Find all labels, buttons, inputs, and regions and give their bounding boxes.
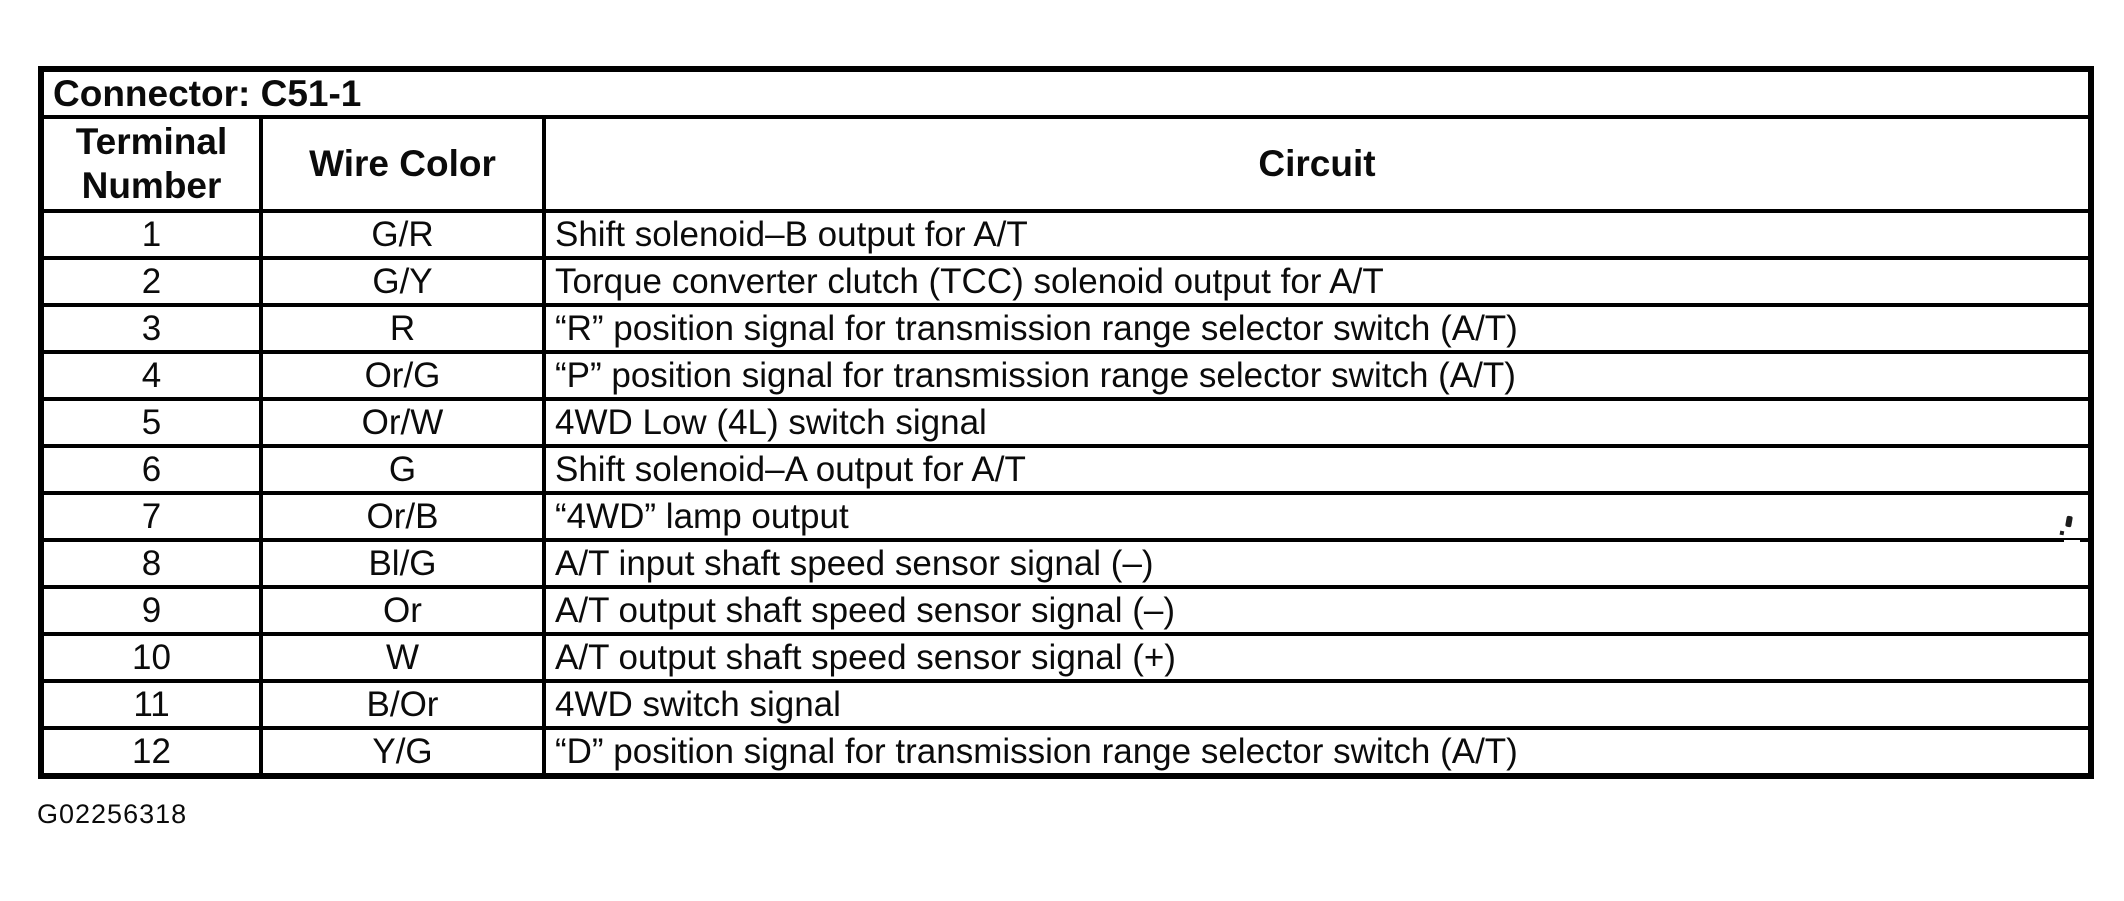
terminal-number-cell: 8 [39,538,263,589]
column-header-terminal-number: Terminal Number [39,115,263,213]
table-row: 5 Or/W 4WD Low (4L) switch signal [39,397,2093,448]
terminal-number-cell: 6 [39,444,263,495]
circuit-cell: “D” position signal for transmission ran… [542,726,2093,778]
circuit-cell: Torque converter clutch (TCC) solenoid o… [542,256,2093,307]
table-row: 10 W A/T output shaft speed sensor signa… [39,632,2093,683]
table-row: 1 G/R Shift solenoid–B output for A/T [39,209,2093,260]
wire-color-cell: Bl/G [259,538,546,589]
table-row: 3 R “R” position signal for transmission… [39,303,2093,354]
wire-color-cell: Or/G [259,350,546,401]
terminal-number-cell: 2 [39,256,263,307]
wire-color-cell: Or/W [259,397,546,448]
wire-color-cell: R [259,303,546,354]
connector-pinout-table: Connector: C51-1 Terminal Number Wire Co… [38,66,2094,779]
table-row: 7 Or/B “4WD” lamp output [39,491,2093,542]
circuit-cell: 4WD Low (4L) switch signal [542,397,2093,448]
wire-color-cell: W [259,632,546,683]
circuit-cell: “P” position signal for transmission ran… [542,350,2093,401]
terminal-number-cell: 3 [39,303,263,354]
table-row: 6 G Shift solenoid–A output for A/T [39,444,2093,495]
wire-color-cell: G/R [259,209,546,260]
table-row: 9 Or A/T output shaft speed sensor signa… [39,585,2093,636]
circuit-cell: “4WD” lamp output [542,491,2093,542]
circuit-cell: “R” position signal for transmission ran… [542,303,2093,354]
terminal-number-cell: 10 [39,632,263,683]
circuit-cell: A/T input shaft speed sensor signal (–) [542,538,2093,589]
connector-title-row: Connector: C51-1 [39,67,2093,119]
wire-color-cell: Y/G [259,726,546,778]
column-header-circuit: Circuit [542,115,2093,213]
table-row: 8 Bl/G A/T input shaft speed sensor sign… [39,538,2093,589]
circuit-cell: 4WD switch signal [542,679,2093,730]
wire-color-cell: G [259,444,546,495]
terminal-number-cell: 7 [39,491,263,542]
circuit-cell: A/T output shaft speed sensor signal (–) [542,585,2093,636]
wire-color-cell: B/Or [259,679,546,730]
wire-color-cell: Or/B [259,491,546,542]
table-row: 11 B/Or 4WD switch signal [39,679,2093,730]
table-row: 12 Y/G “D” position signal for transmiss… [39,726,2093,778]
terminal-number-cell: 5 [39,397,263,448]
connector-title: Connector: C51-1 [39,67,2093,119]
wire-color-cell: G/Y [259,256,546,307]
circuit-cell: Shift solenoid–A output for A/T [542,444,2093,495]
table-row: 2 G/Y Torque converter clutch (TCC) sole… [39,256,2093,307]
terminal-number-cell: 12 [39,726,263,778]
circuit-cell: A/T output shaft speed sensor signal (+) [542,632,2093,683]
scan-artifact-border-gap [2064,540,2080,549]
wire-color-cell: Or [259,585,546,636]
column-header-wire-color: Wire Color [259,115,546,213]
table-row: 4 Or/G “P” position signal for transmiss… [39,350,2093,401]
terminal-number-cell: 1 [39,209,263,260]
terminal-number-cell: 11 [39,679,263,730]
terminal-number-cell: 4 [39,350,263,401]
table-body: 1 G/R Shift solenoid–B output for A/T 2 … [39,209,2093,778]
figure-id: G02256318 [37,799,188,829]
column-header-row: Terminal Number Wire Color Circuit [39,115,2093,213]
circuit-cell: Shift solenoid–B output for A/T [542,209,2093,260]
terminal-number-cell: 9 [39,585,263,636]
